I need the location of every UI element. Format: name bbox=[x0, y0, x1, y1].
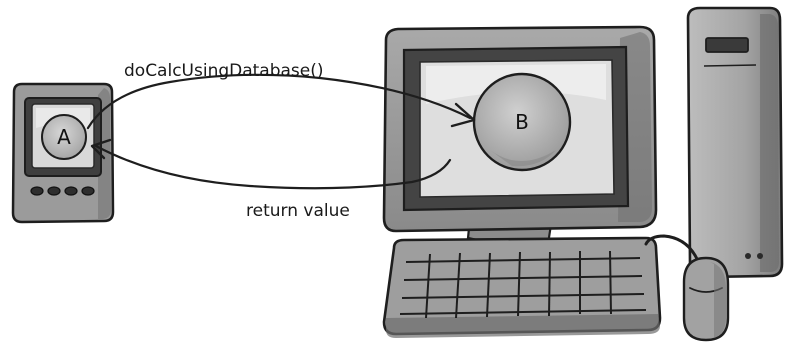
keyboard-key-col-line bbox=[455, 252, 461, 319]
node-b-label: B bbox=[515, 110, 529, 134]
tower-power-light bbox=[757, 253, 763, 259]
tower-panel-line bbox=[703, 64, 757, 67]
desktop-monitor: B bbox=[382, 25, 658, 246]
keyboard-key-col-line bbox=[548, 251, 551, 317]
keyboard-key-row-line bbox=[399, 309, 647, 315]
tower-side bbox=[760, 14, 779, 272]
keyboard-key-col-line bbox=[486, 252, 491, 318]
computer-tower bbox=[686, 6, 784, 279]
return-arrow bbox=[90, 138, 452, 190]
node-a: A bbox=[41, 114, 87, 160]
mouse bbox=[644, 234, 730, 342]
keyboard-key-col-line bbox=[609, 250, 612, 315]
tower-power-light bbox=[745, 253, 751, 259]
handheld-button bbox=[64, 186, 78, 196]
handheld-button bbox=[47, 186, 61, 196]
call-label: doCalcUsingDatabase() bbox=[124, 61, 324, 81]
node-b-shading bbox=[490, 150, 556, 167]
handheld-device: A bbox=[11, 82, 115, 224]
return-label: return value bbox=[246, 201, 350, 221]
node-a-label: A bbox=[57, 125, 71, 149]
keyboard-key-col-line bbox=[425, 253, 431, 319]
keyboard-key-row-line bbox=[403, 275, 643, 281]
return-arrow-head bbox=[90, 138, 112, 160]
handheld-buttons bbox=[30, 186, 95, 196]
mouse-cable bbox=[644, 234, 702, 268]
tower-drive-bay bbox=[705, 37, 749, 53]
call-arrow-line bbox=[86, 73, 472, 130]
keyboard-key-row-line bbox=[405, 257, 641, 263]
keyboard-keys bbox=[399, 250, 647, 319]
call-arrow-head bbox=[450, 102, 476, 128]
mouse-shadow bbox=[710, 262, 726, 338]
node-b: B bbox=[472, 72, 572, 172]
node-b-circle bbox=[472, 72, 572, 172]
handheld-button bbox=[81, 186, 95, 196]
keyboard-front bbox=[386, 314, 660, 338]
call-arrow bbox=[86, 73, 476, 130]
keyboard-key-col-line bbox=[517, 251, 521, 317]
return-arrow-line bbox=[94, 144, 452, 190]
handheld-button bbox=[30, 186, 44, 196]
node-a-circle bbox=[41, 114, 87, 160]
keyboard-key-row-line bbox=[401, 293, 645, 299]
keyboard bbox=[382, 236, 662, 338]
